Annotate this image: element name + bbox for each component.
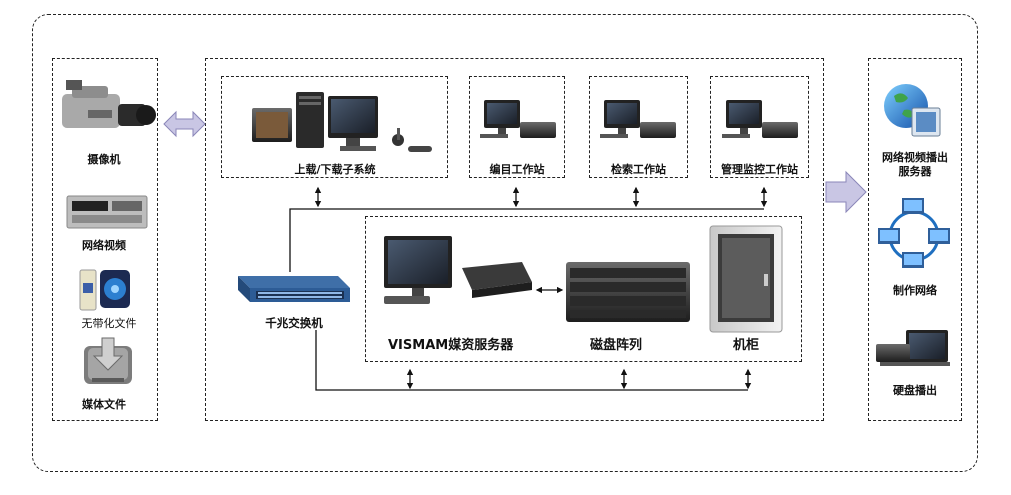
tapeless-file-label: 无带化文件 xyxy=(81,317,137,330)
upload-workstation-icon xyxy=(252,92,432,152)
catalog-label: 编目工作站 xyxy=(489,163,545,176)
catalog-box xyxy=(469,76,565,178)
disk-playout-icon xyxy=(876,330,950,366)
production-network-label: 制作网络 xyxy=(893,284,937,297)
media-server-icon xyxy=(384,236,532,304)
search-workstation-icon xyxy=(600,100,676,138)
output-panel xyxy=(868,58,962,421)
media-file-icon xyxy=(84,337,132,384)
disk-array-icon xyxy=(566,262,690,322)
output-arrow-icon xyxy=(825,170,867,214)
upload-download-box xyxy=(221,76,448,178)
network-lines xyxy=(289,186,768,391)
search-box xyxy=(589,76,688,178)
video-deck-icon xyxy=(66,195,148,229)
search-label: 检索工作站 xyxy=(611,163,666,176)
disk-array-label: 磁盘阵列 xyxy=(590,338,643,353)
media-server-label: VISMAM媒资服务器 xyxy=(388,338,514,353)
camera-label: 摄像机 xyxy=(87,153,121,166)
core-system-panel xyxy=(205,58,824,421)
video-camera-icon xyxy=(62,80,156,128)
monitor-label: 管理监控工作站 xyxy=(721,163,798,176)
cabinet-rack-icon xyxy=(709,225,783,333)
tapeless-media-icon xyxy=(79,269,130,311)
globe-server-icon xyxy=(884,84,941,137)
media-file-label: 媒体文件 xyxy=(82,398,126,411)
cabinet-label: 机柜 xyxy=(733,338,760,353)
network-playout-server-label: 网络视频播出服务器 xyxy=(882,151,948,178)
network-video-label: 网络视频 xyxy=(82,239,126,252)
gigabit-switch-icon xyxy=(238,276,350,302)
monitor-workstation-icon xyxy=(722,100,798,138)
switch-label: 千兆交换机 xyxy=(265,316,323,330)
catalog-workstation-icon xyxy=(480,100,556,138)
input-sources-panel xyxy=(52,58,158,421)
monitor-box xyxy=(710,76,809,178)
server-group-box xyxy=(365,216,802,362)
upload-download-label: 上载/下载子系统 xyxy=(294,163,376,176)
bidirectional-arrow-icon xyxy=(163,110,206,138)
production-network-icon xyxy=(878,198,950,268)
disk-playout-label: 硬盘播出 xyxy=(893,384,937,397)
outer-frame xyxy=(32,14,978,472)
